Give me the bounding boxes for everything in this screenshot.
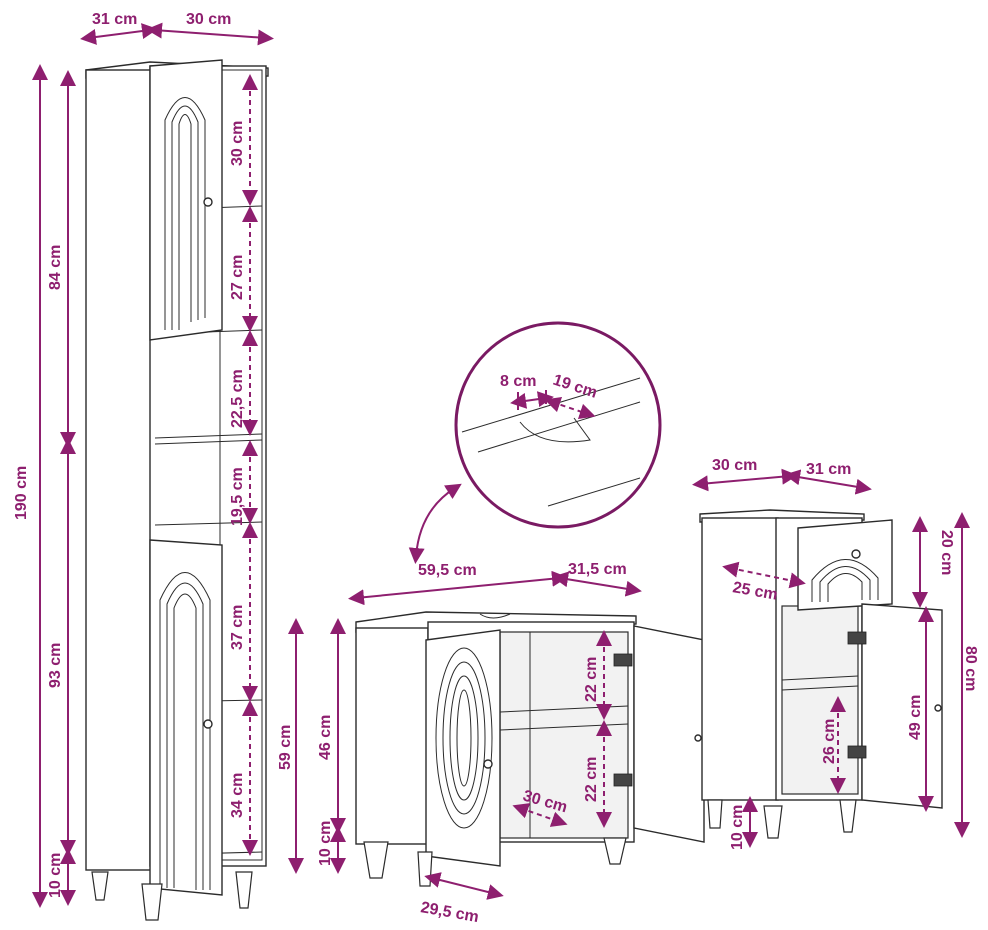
small-cabinet <box>699 509 943 839</box>
tall-cabinet-dimensions: 31 cm 30 cm 190 cm 84 cm 93 cm 10 cm 30 … <box>13 11 274 908</box>
dim-small-depth: 31 cm <box>806 461 851 478</box>
dim-tall-width: 30 cm <box>186 11 231 28</box>
dim-vanity-door-depth: 29,5 cm <box>419 899 480 926</box>
dim-tall-lower: 93 cm <box>47 643 64 688</box>
dim-vanity-body-height: 46 cm <box>317 715 334 760</box>
small-cabinet-dimensions: 30 cm 31 cm 20 cm 25 cm 80 cm 49 cm 26 c… <box>692 457 979 850</box>
dim-tall-total-height: 190 cm <box>13 466 30 520</box>
dim-small-door-height: 49 cm <box>907 695 924 740</box>
dim-tall-shelf-4: 19,5 cm <box>229 467 246 526</box>
dim-vanity-depth: 31,5 cm <box>568 561 627 578</box>
dim-small-width: 30 cm <box>712 457 757 474</box>
dim-small-leg-height: 10 cm <box>729 805 746 850</box>
dim-vanity-width: 59,5 cm <box>418 562 477 579</box>
dim-tall-shelf-6: 34 cm <box>229 773 246 818</box>
dim-tall-shelf-1: 30 cm <box>229 121 246 166</box>
dim-tall-leg: 10 cm <box>47 853 64 898</box>
arch-decor-lower <box>159 572 211 890</box>
dim-tall-depth: 31 cm <box>92 11 137 28</box>
dim-small-drawer-height: 20 cm <box>938 530 955 575</box>
cutout-detail: 8 cm 19 cm <box>408 321 662 564</box>
vanity-dimensions: 59,5 cm 31,5 cm 59 cm 46 cm 10 cm 22 cm … <box>277 561 642 926</box>
dim-small-total-height: 80 cm <box>962 646 979 691</box>
dim-cutout-width: 8 cm <box>500 373 536 390</box>
knob-upper <box>203 197 213 207</box>
dim-tall-shelf-2: 27 cm <box>229 255 246 300</box>
dim-tall-upper: 84 cm <box>47 245 64 290</box>
arch-decor-upper <box>164 97 206 330</box>
drawer-arch-decor <box>811 559 879 602</box>
dim-vanity-shelf-top: 22 cm <box>583 657 600 702</box>
dim-vanity-leg-height: 10 cm <box>317 821 334 866</box>
dim-vanity-shelf-bottom: 22 cm <box>583 757 600 802</box>
oval-decor <box>435 647 493 829</box>
dim-tall-shelf-5: 37 cm <box>229 605 246 650</box>
dim-tall-shelf-3: 22,5 cm <box>229 369 246 428</box>
knob-lower <box>203 719 213 729</box>
dim-small-shelf-height: 26 cm <box>821 719 838 764</box>
dim-vanity-total-height: 59 cm <box>277 725 294 770</box>
vanity-cabinet <box>355 611 705 887</box>
